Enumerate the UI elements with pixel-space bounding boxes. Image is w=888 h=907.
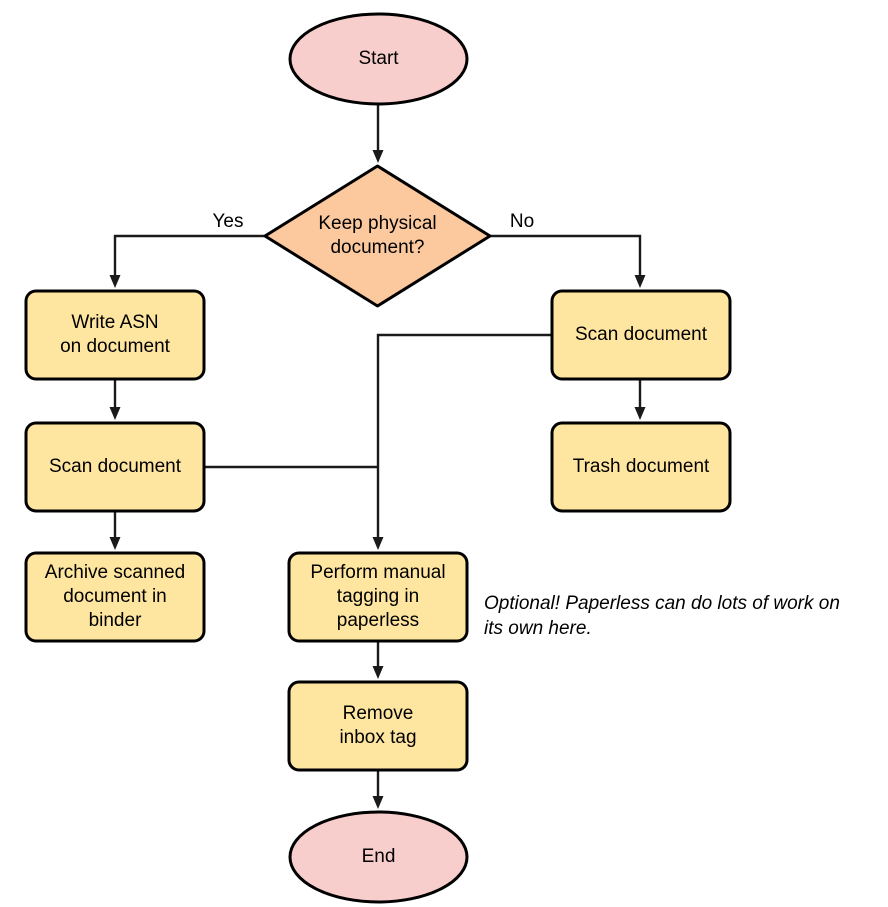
node-label-remove-inbox-tag: Remove inbox tag: [339, 703, 416, 748]
annotation-line: Optional! Paperless can do lots of work …: [484, 593, 840, 614]
node-end[interactable]: End: [288, 810, 469, 904]
edge-scan-right-to-trash: [634, 379, 646, 420]
node-remove-inbox-tag[interactable]: Remove inbox tag: [287, 680, 469, 772]
annotations-layer: Optional! Paperless can do lots of work …: [484, 593, 840, 639]
edge-scan-right-to-manual-tagging: [372, 333, 552, 550]
decision-shape[interactable]: [263, 164, 492, 308]
node-label-scan-left: Scan document: [49, 456, 182, 477]
node-label-line: paperless: [337, 610, 419, 631]
node-label-line: Start: [358, 48, 399, 69]
node-write-asn[interactable]: Write ASN on document: [24, 289, 206, 381]
node-label-line: document in: [63, 586, 167, 607]
edge-start-to-decision: [372, 104, 384, 163]
arrowhead-icon: [634, 275, 646, 288]
node-label-line: Write ASN: [71, 312, 158, 333]
terminator-shape[interactable]: [288, 810, 469, 904]
arrowhead-icon: [109, 407, 121, 420]
node-label-manual-tagging: Perform manual tagging in paperless: [310, 562, 445, 631]
process-shape[interactable]: [287, 680, 469, 772]
node-label-line: binder: [89, 610, 142, 631]
node-label-line: document?: [330, 237, 424, 258]
node-label-write-asn: Write ASN on document: [60, 312, 171, 357]
node-label-trash: Trash document: [573, 456, 710, 477]
arrowhead-icon: [372, 537, 384, 550]
annotation-optional-note: Optional! Paperless can do lots of work …: [484, 593, 840, 639]
edge-path: [376, 333, 552, 539]
arrowhead-icon: [109, 537, 121, 550]
edge-decision-no-to-scan-right: No: [490, 211, 646, 288]
node-label-end: End: [362, 846, 396, 867]
arrowhead-icon: [634, 407, 646, 420]
process-shape[interactable]: [550, 421, 732, 513]
edge-remove-inbox-tag-to-end: [372, 770, 384, 809]
node-label-archive-binder: Archive scanned document in binder: [45, 562, 185, 631]
node-scan-right[interactable]: Scan document: [550, 289, 732, 381]
process-shape[interactable]: [24, 551, 206, 643]
node-label-keep-physical: Keep physical document?: [318, 213, 436, 258]
node-start[interactable]: Start: [288, 12, 469, 106]
node-keep-physical[interactable]: Keep physical document?: [263, 164, 492, 308]
edge-path: [113, 234, 265, 277]
terminator-shape[interactable]: [288, 12, 469, 106]
process-shape[interactable]: [287, 551, 469, 643]
node-scan-left[interactable]: Scan document: [24, 421, 206, 513]
node-manual-tagging[interactable]: Perform manual tagging in paperless: [287, 551, 469, 643]
edge-path: [490, 234, 642, 277]
node-label-scan-right: Scan document: [575, 324, 708, 345]
process-shape[interactable]: [24, 289, 206, 381]
node-label-line: End: [362, 846, 396, 867]
node-label-line: Perform manual: [310, 562, 445, 583]
node-label-line: on document: [60, 336, 171, 357]
edge-label-decision-no-to-scan-right: No: [510, 211, 534, 232]
node-label-start: Start: [358, 48, 399, 69]
node-label-line: Scan document: [575, 324, 708, 345]
edge-decision-yes-to-write-asn: Yes: [109, 211, 265, 288]
arrowhead-icon: [372, 150, 384, 163]
process-shape[interactable]: [24, 421, 206, 513]
arrowhead-icon: [109, 275, 121, 288]
edge-write-asn-to-scan-left: [109, 379, 121, 420]
arrowhead-icon: [372, 796, 384, 809]
node-label-line: inbox tag: [339, 727, 416, 748]
process-shape[interactable]: [550, 289, 732, 381]
arrowhead-icon: [372, 666, 384, 679]
node-label-line: Scan document: [49, 456, 182, 477]
annotation-line: its own here.: [484, 618, 592, 639]
node-label-line: Archive scanned: [45, 562, 185, 583]
node-trash[interactable]: Trash document: [550, 421, 732, 513]
node-label-line: Remove: [343, 703, 414, 724]
edge-scan-left-to-archive: [109, 511, 121, 550]
edge-manual-tagging-to-remove-inbox-tag: [372, 641, 384, 679]
edges-layer: Yes No: [109, 104, 646, 809]
node-label-line: Keep physical: [318, 213, 436, 234]
node-archive-binder[interactable]: Archive scanned document in binder: [24, 551, 206, 643]
edge-label-decision-yes-to-write-asn: Yes: [213, 211, 244, 232]
node-label-line: tagging in: [337, 586, 419, 607]
node-label-line: Trash document: [573, 456, 710, 477]
